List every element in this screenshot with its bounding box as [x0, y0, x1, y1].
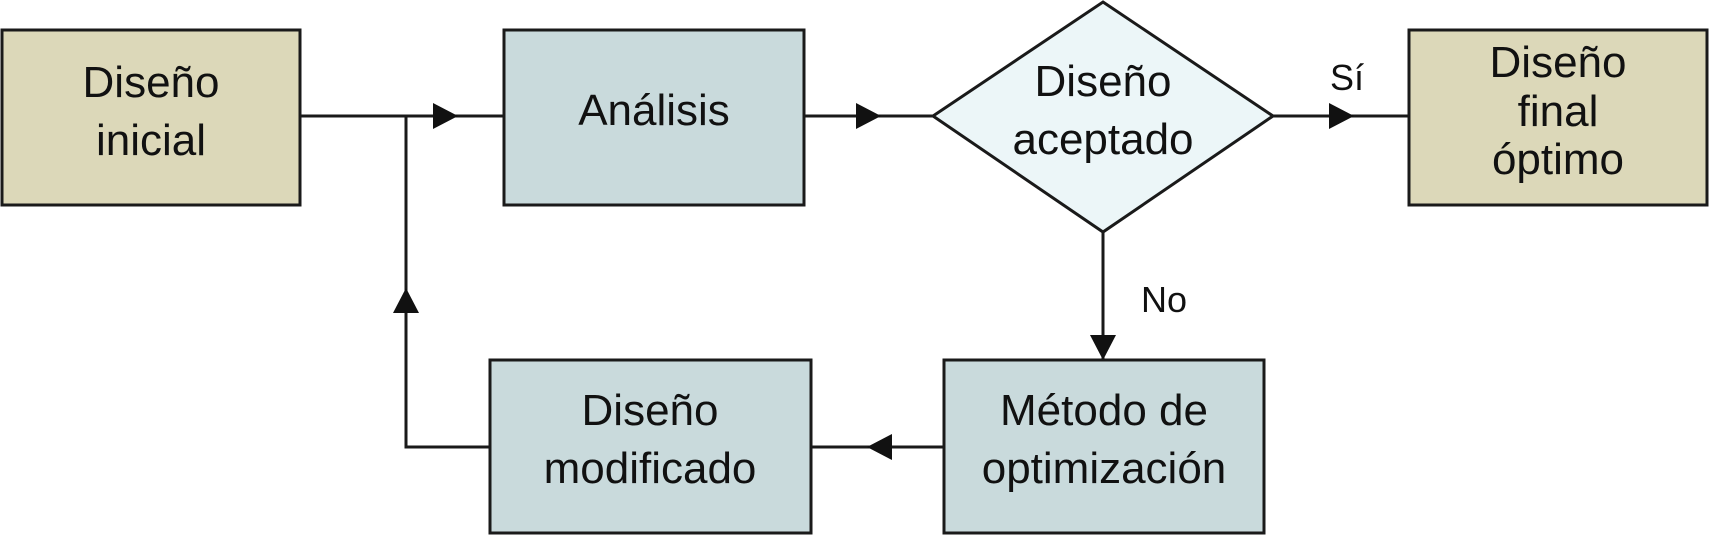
node-initial-design-line2: inicial: [96, 116, 206, 165]
node-final-design-line2: final: [1518, 87, 1599, 136]
node-decision-line2: aceptado: [1012, 115, 1193, 164]
arrowhead-to-modified: [867, 434, 892, 460]
node-modified-design-line2: modificado: [544, 444, 757, 493]
arrowhead-to-analysis: [433, 103, 458, 129]
arrowheads: [393, 103, 1354, 460]
node-analysis: Análisis: [502, 28, 806, 207]
node-final-design-line3: óptimo: [1492, 135, 1624, 184]
node-optimization-method-line2: optimización: [982, 444, 1227, 493]
node-final-design: Diseño final óptimo: [1407, 28, 1709, 207]
node-modified-design-line1: Diseño: [582, 386, 719, 435]
node-decision: Diseño aceptado: [930, 0, 1276, 234]
node-decision-line1: Diseño: [1035, 57, 1172, 106]
arrowhead-feedback-up: [393, 288, 419, 313]
node-initial-design: Diseño inicial: [0, 28, 302, 207]
node-initial-design-line1: Diseño: [83, 58, 220, 107]
node-final-design-line1: Diseño: [1490, 38, 1627, 87]
arrowhead-to-decision: [856, 103, 881, 129]
edge-label-yes: Sí: [1330, 57, 1364, 98]
arrowhead-to-optimization: [1090, 335, 1116, 360]
edge-modified-feedback: [404, 116, 490, 449]
node-optimization-method-line1: Método de: [1000, 386, 1208, 435]
node-modified-design: Diseño modificado: [488, 358, 813, 535]
arrowhead-to-final: [1329, 103, 1354, 129]
node-analysis-line1: Análisis: [578, 86, 730, 135]
node-optimization-method: Método de optimización: [942, 358, 1266, 535]
edge-label-no: No: [1141, 279, 1187, 320]
